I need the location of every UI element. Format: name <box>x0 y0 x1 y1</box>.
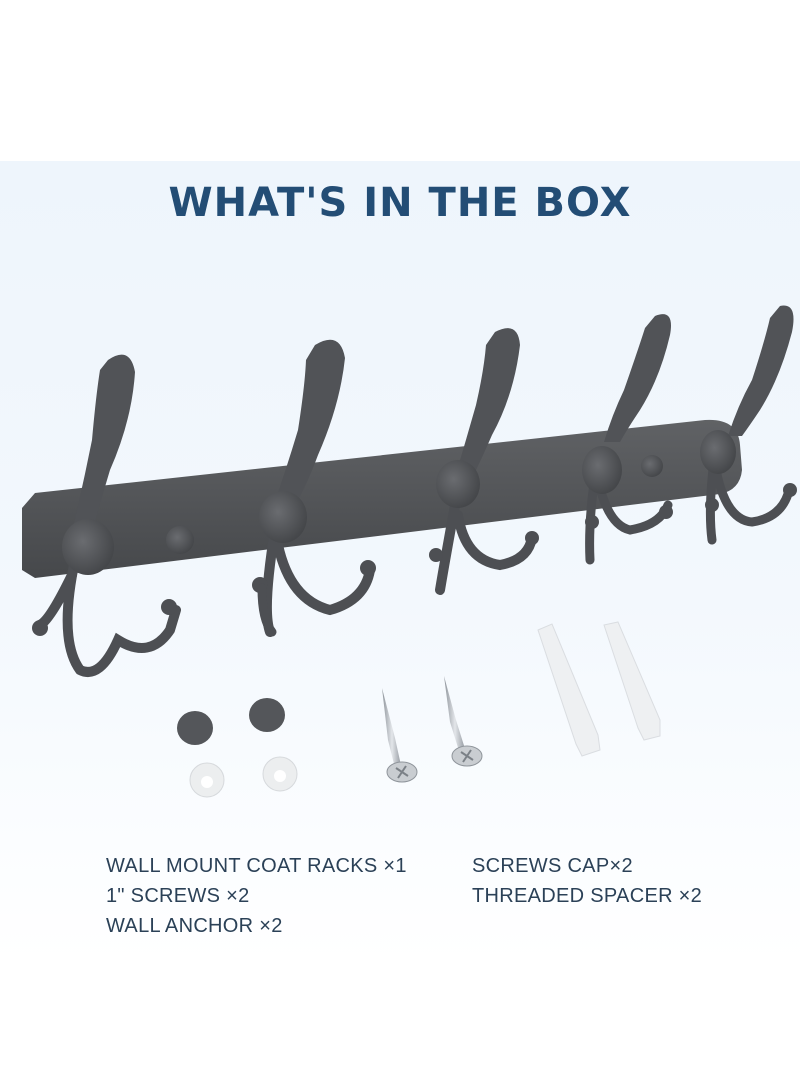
list-item: WALL ANCHOR ×2 <box>106 915 283 937</box>
threaded-spacers <box>189 756 298 798</box>
list-item: 1" SCREWS ×2 <box>106 885 250 907</box>
coat-rack <box>22 305 797 677</box>
page-title: WHAT'S IN THE BOX <box>168 180 632 226</box>
contents-list-left: WALL MOUNT COAT RACKS ×1 1" SCREWS ×2 WA… <box>106 851 407 941</box>
product-image <box>22 305 797 798</box>
screw-caps <box>177 698 285 745</box>
list-item: SCREWS CAP×2 <box>472 855 633 877</box>
screws <box>382 676 483 783</box>
list-item: WALL MOUNT COAT RACKS ×1 <box>106 855 407 877</box>
wall-anchors <box>537 621 661 757</box>
contents-list-right: SCREWS CAP×2 THREADED SPACER ×2 <box>472 851 702 911</box>
list-item: THREADED SPACER ×2 <box>472 885 703 907</box>
